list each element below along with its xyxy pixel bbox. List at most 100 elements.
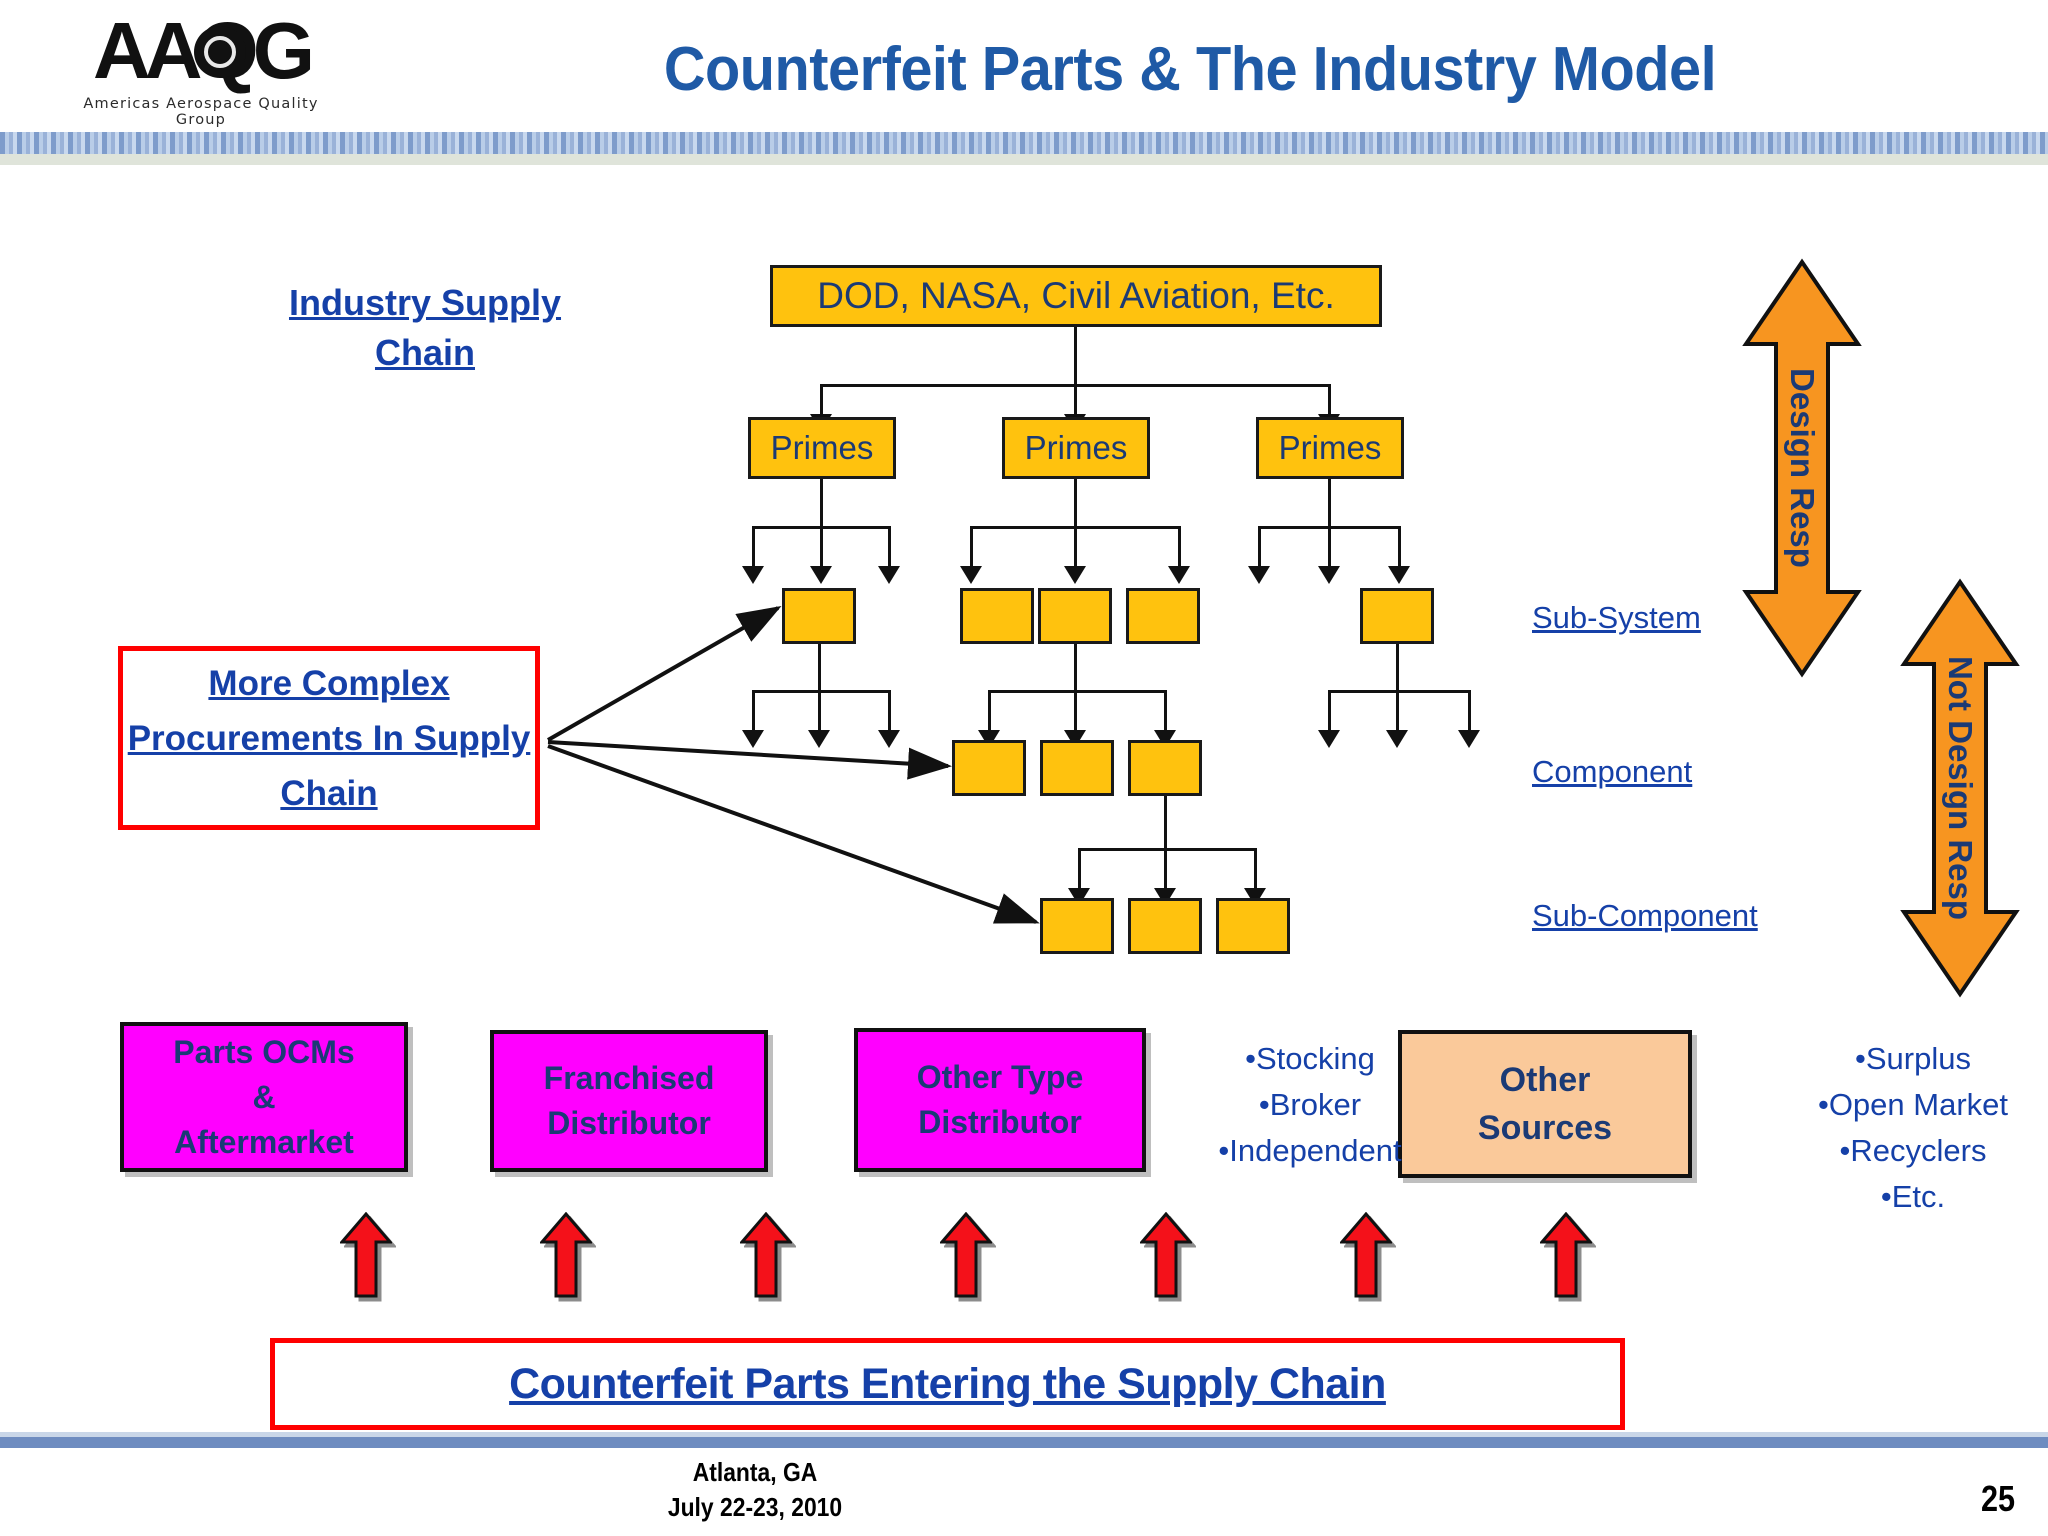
component-box-1 — [952, 740, 1026, 796]
aaqg-logo: AAQG Americas Aerospace Quality Group — [56, 10, 346, 129]
not-design-responsibility-arrow: Not Design Resp — [1900, 578, 2020, 998]
logo-subtitle: Americas Aerospace Quality Group — [83, 96, 319, 128]
connector-c3-c — [1254, 848, 1257, 892]
subcomponent-box-2 — [1128, 898, 1202, 954]
connector-p2-stem — [1074, 479, 1077, 526]
connector-p1-c — [888, 526, 891, 570]
connector-root-stem — [1074, 327, 1077, 384]
bullet-recyclers: •Recyclers — [1839, 1133, 1987, 1168]
footer-date: July 22-23, 2010 — [667, 1492, 843, 1522]
connector-ss5-stem — [1396, 644, 1399, 690]
arrowhead-p1-a — [742, 566, 764, 584]
prime-box-1-label: Primes — [770, 429, 874, 466]
connector-p1-stem — [820, 479, 823, 526]
arrowhead-p3-b — [1318, 566, 1340, 584]
bullet-surplus: •Surplus — [1855, 1041, 1971, 1076]
source-box-franchised-distributor-label: Franchised Distributor — [543, 1060, 715, 1141]
arrowhead-p2-c — [1168, 566, 1190, 584]
footer-location: Atlanta, GA — [692, 1457, 818, 1487]
red-up-arrow-2 — [538, 1211, 594, 1298]
arrowhead-p3-a — [1248, 566, 1270, 584]
arrowhead-p3-c — [1388, 566, 1410, 584]
connector-ss3-c — [1164, 690, 1167, 734]
source-box-parts-ocms-label: Parts OCMs & Aftermarket — [173, 1033, 355, 1160]
decorative-striped-band — [0, 132, 2048, 154]
subsystem-box-1 — [782, 588, 856, 644]
counterfeit-parts-banner: Counterfeit Parts Entering the Supply Ch… — [270, 1338, 1625, 1430]
connector-ss5-bus — [1328, 690, 1470, 693]
connector-ss3-b — [1074, 690, 1077, 734]
page-title: Counterfeit Parts & The Industry Model — [663, 35, 1717, 104]
more-complex-procurements-callout: More Complex Procurements In Supply Chai… — [118, 646, 540, 830]
right-bullet-list: •Surplus •Open Market •Recyclers •Etc. — [1778, 1036, 2048, 1220]
arrowhead-p1-b — [810, 566, 832, 584]
source-box-other-sources: Other Sources — [1398, 1030, 1692, 1178]
prime-box-2-label: Primes — [1024, 429, 1128, 466]
connector-c3-stem — [1164, 796, 1167, 848]
connector-p3-stem — [1328, 479, 1331, 526]
design-responsibility-arrow: Design Resp — [1742, 258, 1862, 678]
connector-ss3-bus — [988, 690, 1166, 693]
prime-box-1: Primes — [748, 417, 896, 479]
connector-ss3-stem — [1074, 644, 1077, 690]
source-box-parts-ocms: Parts OCMs & Aftermarket — [120, 1022, 408, 1172]
connector-ss1-c — [888, 690, 891, 734]
footer-event-info: Atlanta, GA July 22-23, 2010 — [91, 1455, 1420, 1525]
callout-text: More Complex Procurements In Supply Chai… — [127, 663, 531, 813]
subsystem-box-2 — [960, 588, 1034, 644]
connector-prime1-drop — [820, 384, 823, 416]
arrowhead-ss5-c — [1458, 730, 1480, 748]
source-box-other-sources-label: Other Sources — [1477, 1061, 1613, 1147]
connector-p2-a — [970, 526, 973, 570]
connector-c3-bus — [1078, 848, 1256, 851]
arrowhead-ss5-b — [1386, 730, 1408, 748]
footer-rule — [0, 1437, 2048, 1448]
bullet-broker: •Broker — [1258, 1087, 1362, 1122]
subsystem-box-3 — [1038, 588, 1112, 644]
arrowhead-ss5-a — [1318, 730, 1340, 748]
globe-icon — [194, 26, 246, 78]
component-box-2 — [1040, 740, 1114, 796]
connector-prime2-drop — [1074, 384, 1077, 416]
arrowhead-ss1-b — [808, 730, 830, 748]
source-box-other-type-distributor: Other Type Distributor — [854, 1028, 1146, 1172]
level-label-sub-system: Sub-System — [1532, 600, 1701, 635]
prime-box-3: Primes — [1256, 417, 1404, 479]
prime-box-3-label: Primes — [1278, 429, 1382, 466]
pointer-to-subsystem — [547, 606, 782, 742]
connector-p1-b — [820, 526, 823, 570]
red-up-arrow-7 — [1538, 1211, 1594, 1298]
connector-p2-c — [1178, 526, 1181, 570]
band-shadow — [0, 154, 2048, 165]
level-label-component: Component — [1532, 754, 1693, 789]
double-arrow-icon-2 — [1900, 578, 2020, 998]
red-up-arrow-1 — [338, 1211, 394, 1298]
bullet-stocking: •Stocking — [1245, 1041, 1375, 1076]
red-up-arrow-3 — [738, 1211, 794, 1298]
bullet-open-market: •Open Market — [1817, 1087, 2009, 1122]
arrowhead-ss1-a — [742, 730, 764, 748]
subcomponent-box-1 — [1040, 898, 1114, 954]
root-box-label: DOD, NASA, Civil Aviation, Etc. — [817, 275, 1335, 316]
connector-p3-c — [1398, 526, 1401, 570]
connector-p2-b — [1074, 526, 1077, 570]
not-design-resp-label: Not Design Resp — [1942, 655, 1979, 921]
banner-text: Counterfeit Parts Entering the Supply Ch… — [509, 1359, 1386, 1408]
logo-wordmark: AAQG — [56, 10, 346, 92]
connector-ss1-a — [752, 690, 755, 734]
bullet-independent: •Independent — [1218, 1133, 1402, 1168]
arrowhead-p2-a — [960, 566, 982, 584]
connector-ss1-bus — [752, 690, 890, 693]
connector-ss5-b — [1396, 690, 1399, 734]
connector-ss3-a — [988, 690, 991, 734]
red-up-arrow-5 — [1138, 1211, 1194, 1298]
footer-rule-light — [0, 1432, 2048, 1437]
subsystem-box-4 — [1126, 588, 1200, 644]
prime-box-2: Primes — [1002, 417, 1150, 479]
connector-ss5-c — [1468, 690, 1471, 734]
connector-p3-b — [1328, 526, 1331, 570]
source-box-franchised-distributor: Franchised Distributor — [490, 1030, 768, 1172]
industry-supply-chain-label: Industry Supply Chain — [288, 282, 562, 373]
root-box-customers: DOD, NASA, Civil Aviation, Etc. — [770, 265, 1382, 327]
connector-ss1-stem — [818, 644, 821, 690]
